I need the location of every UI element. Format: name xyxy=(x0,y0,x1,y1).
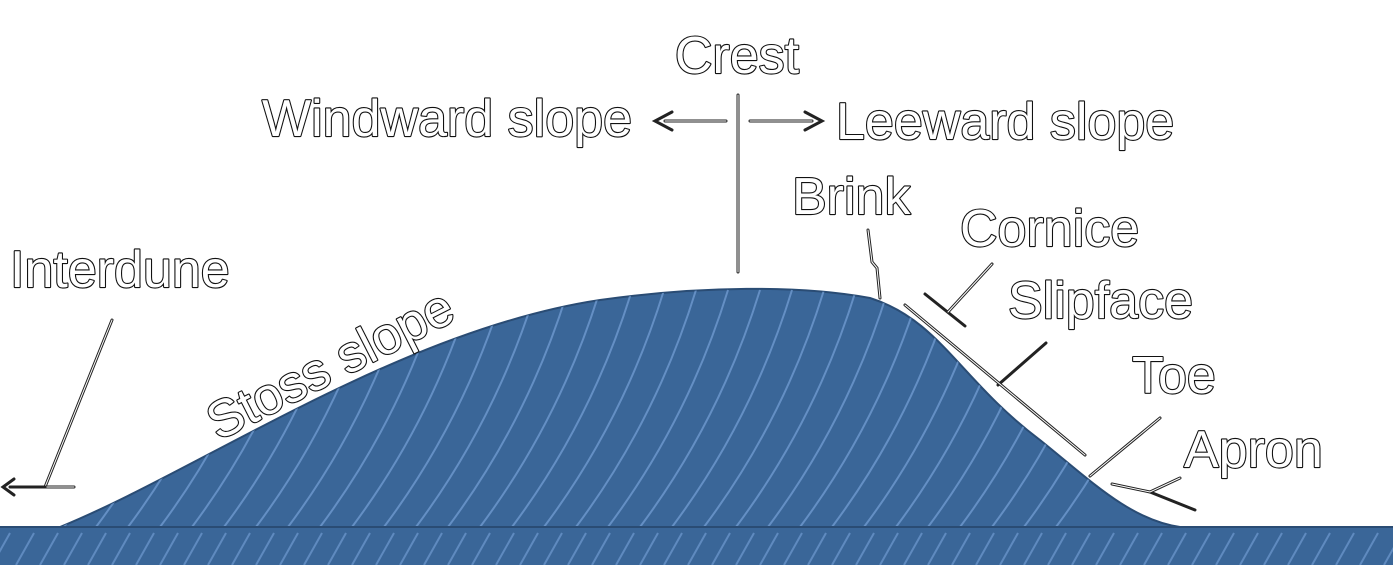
ground-bed-line xyxy=(63,532,83,565)
ground-bed-line xyxy=(927,532,947,565)
cross-bed-line xyxy=(639,289,761,527)
ground-bed-line xyxy=(255,532,275,565)
ground-bed-line xyxy=(903,532,923,565)
cross-bed-line xyxy=(671,289,793,527)
ground-bed-line xyxy=(567,532,587,565)
ground-bed-line xyxy=(495,532,515,565)
ground-bed-line xyxy=(687,532,707,565)
ground-bed-line xyxy=(543,532,563,565)
cross-bed-line xyxy=(735,289,857,527)
ground-bed-line xyxy=(303,532,323,565)
leeward-slope-label: Leeward slope xyxy=(836,93,1174,151)
cross-bed-line xyxy=(511,289,633,527)
ground-bed-line xyxy=(87,532,107,565)
ground-bed-line xyxy=(855,532,875,565)
cross-bed-line xyxy=(60,289,153,527)
cross-bed-line xyxy=(575,289,697,527)
ground-bed-line xyxy=(183,532,203,565)
brink-label: Brink xyxy=(792,168,911,226)
ground-bed-line xyxy=(39,532,59,565)
slipface-label: Slipface xyxy=(1008,272,1193,330)
ground-bed-line xyxy=(1143,532,1163,565)
ground-bed-line xyxy=(1119,532,1139,565)
arrow-right-icon xyxy=(748,110,826,132)
ground-bed-line xyxy=(759,532,779,565)
cross-bed-line xyxy=(703,289,825,527)
slipface-leader xyxy=(903,303,1087,457)
ground-bed-line xyxy=(15,532,35,565)
ground-bed-line xyxy=(1287,532,1307,565)
ground-bed-line xyxy=(639,532,659,565)
ground-bed-line xyxy=(327,532,347,565)
ground-bed-line xyxy=(663,532,683,565)
ground-bed-line xyxy=(1311,532,1331,565)
ground-bed-line xyxy=(807,532,827,565)
ground-bed-line xyxy=(1215,532,1235,565)
ground-bed-line xyxy=(711,532,731,565)
ground-bed-line xyxy=(1095,532,1115,565)
cross-bed-line xyxy=(479,289,601,527)
ground-bed-line xyxy=(591,532,611,565)
ground-bed-line xyxy=(783,532,803,565)
ground-bed-line xyxy=(519,532,539,565)
ground-bed-line xyxy=(471,532,491,565)
toe-leader xyxy=(1088,416,1162,478)
ground-bed-line xyxy=(351,532,371,565)
ground-bed-line xyxy=(615,532,635,565)
cross-bed-line xyxy=(799,289,921,527)
ground-bed-line xyxy=(951,532,971,565)
ground-bed-line xyxy=(1335,532,1355,565)
ground-bed-line xyxy=(207,532,227,565)
ground-bed-line xyxy=(879,532,899,565)
toe-label: Toe xyxy=(1132,347,1216,405)
ground-bed-line xyxy=(735,532,755,565)
cross-bed-line xyxy=(415,289,537,527)
ground-bed-line xyxy=(231,532,251,565)
ground-bed-line xyxy=(375,532,395,565)
cross-bed-line xyxy=(447,289,569,527)
brink-leader xyxy=(866,228,882,300)
cornice-leader xyxy=(923,262,994,328)
ground-bed-line xyxy=(1023,532,1043,565)
ground-bed-line xyxy=(447,532,467,565)
ground-bedding xyxy=(0,532,1393,565)
ground-bed-line xyxy=(1263,532,1283,565)
ground-bed-line xyxy=(1359,532,1379,565)
ground-bed-line xyxy=(1191,532,1211,565)
arrow-left-icon xyxy=(651,110,728,132)
apron-label: Apron xyxy=(1184,421,1323,479)
ground-bed-line xyxy=(111,532,131,565)
cornice-label: Cornice xyxy=(960,200,1139,258)
ground-bed-line xyxy=(831,532,851,565)
cross-bed-line xyxy=(543,289,665,527)
ground-bed-line xyxy=(1047,532,1067,565)
ground-bed-line xyxy=(135,532,155,565)
ground-bed-line xyxy=(975,532,995,565)
ground-bed-line xyxy=(1071,532,1091,565)
windward-slope-label: Windward slope xyxy=(262,90,632,148)
cross-bed-line xyxy=(767,289,889,527)
ground-bed-line xyxy=(0,532,11,553)
ground-bed-line xyxy=(1239,532,1259,565)
ground-bed-line xyxy=(1383,546,1393,565)
interdune-label: Interdune xyxy=(10,241,230,299)
cross-bed-line xyxy=(607,289,729,527)
interdune-leader xyxy=(0,318,114,497)
apron-leader xyxy=(1110,476,1197,512)
crest-label: Crest xyxy=(675,27,800,85)
ground-bed-line xyxy=(1167,532,1187,565)
ground-bed-line xyxy=(279,532,299,565)
ground-strip xyxy=(0,527,1393,565)
ground-bed-line xyxy=(423,532,443,565)
ground-bed-line xyxy=(999,532,1019,565)
cross-bed-line xyxy=(60,289,121,527)
ground-bed-line xyxy=(159,532,179,565)
ground-bed-line xyxy=(399,532,419,565)
